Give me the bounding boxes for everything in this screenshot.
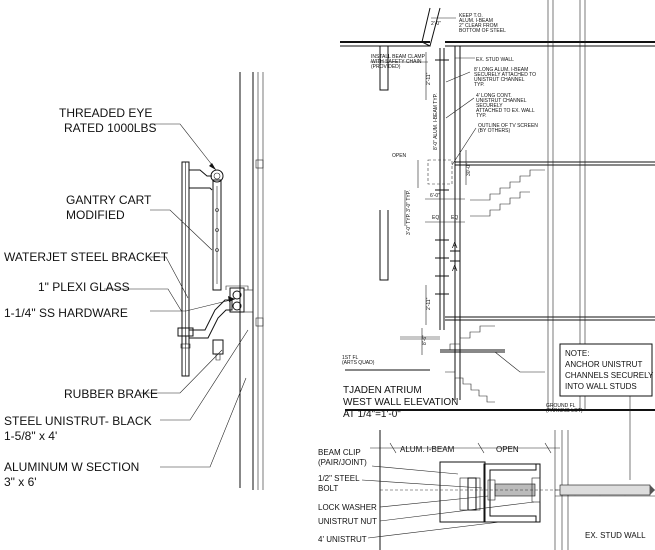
plan-label-beam-clip-pair: (PAIR/JOINT): [318, 458, 367, 467]
label-plexi-glass: 1" PLEXI GLASS: [38, 280, 130, 294]
label-ground-floor: GROUND FL: [546, 403, 576, 409]
note-heading: NOTE:: [565, 349, 589, 358]
plan-label-unistrut-nut: UNISTRUT NUT: [318, 517, 377, 526]
note-keep-to: KEEP T.O.: [459, 13, 483, 19]
gantry-cart-frame: [189, 169, 212, 177]
dim-30-0: 30'-0": [466, 163, 472, 176]
beam-clip-plan-detail: ALUM. I-BEAM OPEN BEAM CLIP (PAIR/JOINT)…: [318, 430, 655, 550]
plan-label-beam-clip: BEAM CLIP: [318, 448, 361, 457]
note-beam-clamp: INSTALL BEAM CLAMP: [371, 54, 426, 60]
label-first-floor: 1ST FL: [342, 355, 359, 361]
note-tv-screen: (BY OTHERS): [478, 128, 510, 134]
label-threaded-eye-rating: RATED 1000LBS: [64, 121, 157, 135]
note-unistrut-channel: TYP.: [476, 113, 486, 119]
dim-beam: 8'-0" ALUM. I-BEAM TYP.: [433, 93, 439, 150]
unistrut-channel: [243, 289, 254, 313]
note-line: ANCHOR UNISTRUT: [565, 360, 642, 369]
tv-screen-outline: [427, 159, 453, 185]
label-unistrut-size: 1-5/8" x 4': [4, 429, 57, 443]
note-unistrut-channel: 4' LONG CONT.: [476, 93, 512, 99]
label-ground-floor: (PARKING LOT): [546, 408, 583, 414]
i-beam-flange: [255, 317, 264, 327]
note-unistrut-channel: SECURELY: [476, 103, 503, 109]
note-line: INTO WALL STUDS: [565, 382, 637, 391]
beam-column: [421, 7, 441, 47]
dim-6-0: 6'-0": [430, 193, 440, 199]
plan-label-unistrut: 4' UNISTRUT: [318, 535, 367, 544]
note-unistrut-channel: ATTACHED TO EX. WALL: [476, 108, 535, 114]
dim-2-11-bottom: 2'-11": [426, 297, 432, 310]
label-first-floor: (ARTS QUAD): [342, 360, 375, 366]
dim-8-6: 8'-6": [422, 335, 428, 345]
label-ss-hardware: 1-1/4" SS HARDWARE: [4, 306, 128, 320]
unistrut-channel: [483, 463, 537, 523]
note-tv-screen: OUTLINE OF TV SCREEN: [478, 123, 538, 129]
label-steel-unistrut: STEEL UNISTRUT- BLACK: [4, 414, 152, 428]
gantry-cart-post: [212, 179, 222, 291]
label-open: OPEN: [392, 153, 407, 159]
label-aluminum-w-size: 3" x 6': [4, 475, 37, 489]
plan-label-lock-washer: LOCK WASHER: [318, 503, 377, 512]
note-ex-stud-wall: EX. STUD WALL: [476, 57, 514, 63]
note-i-beam: SECURELY ATTACHED TO: [474, 72, 536, 78]
atrium-elevation: KEEP T.O. ALUM. I-BEAM 2" CLEAR FROM BOT…: [340, 0, 655, 420]
anchor-screw: [559, 484, 651, 496]
note-beam-clamp: WITH SAFETY CHAIN: [371, 59, 422, 65]
gantry-cart-detail: THREADED EYE RATED 1000LBS GANTRY CART M…: [4, 72, 264, 490]
dim-eq: EQ: [451, 215, 458, 221]
stairs-upper: [470, 169, 545, 201]
rubber-brake: [212, 339, 224, 355]
leader-line: [150, 123, 217, 171]
lock-washer: [487, 479, 496, 501]
note-i-beam: 8' LONG ALUM. I-BEAM: [474, 67, 528, 73]
label-aluminum-w-section: ALUMINUM W SECTION: [4, 460, 139, 474]
dim-eq: EQ: [432, 215, 439, 221]
section-marker-a: A: [452, 264, 458, 273]
note-keep-to: 2" CLEAR FROM: [459, 23, 498, 29]
label-threaded-eye: THREADED EYE: [59, 106, 152, 120]
note-i-beam: TYP.: [474, 82, 484, 88]
note-beam-clamp: (PROVIDED): [371, 64, 401, 70]
plan-label-alum-ibeam: ALUM. I-BEAM: [400, 445, 455, 454]
note-i-beam: UNISTRUT CHANNEL: [474, 77, 525, 83]
note-keep-to: BOTTOM OF STEEL: [459, 28, 506, 34]
plan-label-ex-stud-wall: EX. STUD WALL: [585, 531, 646, 540]
label-gantry-cart: GANTRY CART: [66, 193, 152, 207]
section-marker-a: A: [452, 241, 458, 250]
waterjet-bracket: [188, 299, 233, 339]
plan-label-bolt: BOLT: [318, 484, 338, 493]
note-line: CHANNELS SECURELY: [565, 371, 654, 380]
label-gantry-cart-modified: MODIFIED: [66, 208, 125, 222]
dim-2-0: 2'-0": [431, 21, 441, 27]
plan-label-steel-bolt: 1/2" STEEL: [318, 474, 360, 483]
elevation-title: TJADEN ATRIUM: [343, 385, 422, 396]
threaded-eye: [210, 169, 224, 183]
note-unistrut-channel: UNISTRUT CHANNEL: [476, 98, 527, 104]
note-box: NOTE: ANCHOR UNISTRUT CHANNELS SECURELY …: [559, 343, 654, 480]
label-rubber-brake: RUBBER BRAKE: [64, 387, 158, 401]
elevation-scale: AT 1/4"=1'-0": [343, 409, 401, 420]
dim-typ: 3'-0" TYP. 3'-0" TYP.: [406, 190, 412, 235]
note-keep-to: ALUM. I-BEAM: [459, 18, 493, 24]
elevation-title: WEST WALL ELEVATION: [343, 397, 458, 408]
dim-2-11-top: 2'-11": [426, 72, 432, 85]
label-waterjet-bracket: WATERJET STEEL BRACKET: [4, 250, 169, 264]
stairs-lower: [440, 325, 495, 351]
i-beam-flange: [255, 159, 264, 169]
beam-clip: [439, 461, 486, 523]
plan-label-open: OPEN: [496, 445, 519, 454]
unistrut-nut: [531, 477, 541, 503]
